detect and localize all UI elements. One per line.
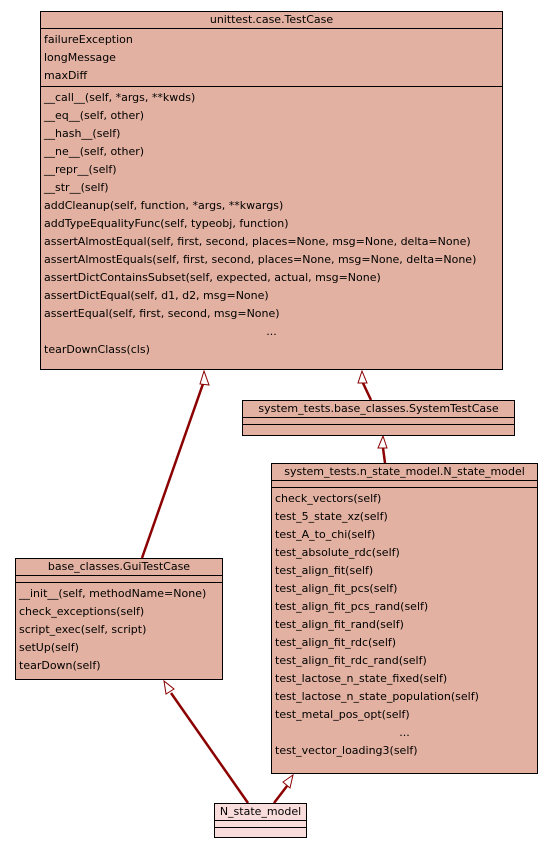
class-title: unittest.case.TestCase	[209, 13, 334, 26]
operation-item: check_exceptions(self)	[19, 605, 145, 618]
attribute-section	[16, 575, 222, 582]
class-title: system_tests.base_classes.SystemTestCase	[258, 402, 499, 415]
edge-nstate-system-to-systemtestcase	[381, 447, 387, 464]
attribute-section	[243, 417, 514, 424]
operation-item: assertAlmostEqual(self, first, second, p…	[44, 235, 471, 248]
operation-item: tearDownClass(cls)	[44, 343, 150, 356]
attribute-item: failureException	[44, 33, 133, 46]
class-title: N_state_model	[219, 805, 302, 818]
class-testcase[interactable]: unittest.case.TestCase failureException …	[40, 11, 503, 370]
arrowhead-nstate-system	[282, 773, 294, 789]
operation-item: test_5_state_xz(self)	[275, 510, 388, 523]
operation-section: __call__(self, *args, **kwds) __eq__(sel…	[41, 86, 502, 360]
operation-item: test_absolute_rdc(self)	[275, 546, 400, 559]
arrowhead-guitestcase	[163, 679, 175, 695]
class-guitestcase[interactable]: base_classes.GuiTestCase __init__(self, …	[15, 558, 223, 680]
operation-item: test_A_to_chi(self)	[275, 528, 376, 541]
operation-section: check_vectors(self) test_5_state_xz(self…	[272, 487, 537, 761]
attribute-section	[215, 820, 306, 827]
operation-ellipsis: ...	[266, 325, 277, 338]
operation-item: test_align_fit(self)	[275, 564, 374, 577]
operation-item: test_lactose_n_state_fixed(self)	[275, 672, 448, 685]
operation-item: test_vector_loading3(self)	[275, 744, 418, 757]
attribute-item: longMessage	[44, 51, 116, 64]
operation-section: __init__(self, methodName=None) check_ex…	[16, 582, 222, 676]
operation-item: test_align_fit_pcs(self)	[275, 582, 398, 595]
edge-nstate-to-nstate-system	[273, 785, 288, 804]
operation-item: __ne__(self, other)	[44, 145, 145, 158]
operation-section	[243, 424, 514, 431]
operation-item: addCleanup(self, function, *args, **kwar…	[44, 199, 284, 212]
class-title: system_tests.n_state_model.N_state_model	[284, 465, 525, 478]
operation-item: __eq__(self, other)	[44, 109, 145, 122]
attribute-section: failureException longMessage maxDiff	[41, 28, 502, 86]
class-systemtestcase[interactable]: system_tests.base_classes.SystemTestCase	[242, 400, 515, 436]
operation-item: assertAlmostEquals(self, first, second, …	[44, 253, 477, 266]
operation-item: script_exec(self, script)	[19, 623, 147, 636]
class-title: base_classes.GuiTestCase	[47, 560, 191, 573]
operation-item: __hash__(self)	[44, 127, 121, 140]
operation-item: test_metal_pos_opt(self)	[275, 708, 410, 721]
operation-item: test_align_fit_rand(self)	[275, 618, 404, 631]
attribute-section	[272, 480, 537, 487]
operation-section	[215, 827, 306, 834]
operation-item: setUp(self)	[19, 641, 79, 654]
operation-item: __str__(self)	[44, 181, 109, 194]
edge-guitestcase-to-testcase	[140, 380, 206, 559]
operation-item: assertDictContainsSubset(self, expected,…	[44, 271, 381, 284]
operation-item: test_align_fit_rdc(self)	[275, 636, 397, 649]
edge-systemtestcase-to-testcase	[360, 380, 373, 401]
operation-ellipsis: ...	[399, 726, 410, 739]
operation-item: assertEqual(self, first, second, msg=Non…	[44, 307, 280, 320]
operation-item: test_align_fit_pcs_rand(self)	[275, 600, 429, 613]
operation-item: assertDictEqual(self, d1, d2, msg=None)	[44, 289, 269, 302]
arrowhead-testcase-left	[199, 369, 210, 386]
operation-item: __call__(self, *args, **kwds)	[44, 91, 196, 104]
arrowhead-testcase-right	[357, 369, 368, 384]
operation-item: test_lactose_n_state_population(self)	[275, 690, 479, 703]
class-nstate-system-tests[interactable]: system_tests.n_state_model.N_state_model…	[271, 463, 538, 774]
operation-item: check_vectors(self)	[275, 492, 382, 505]
arrowhead-systemtestcase	[377, 434, 388, 449]
operation-item: __repr__(self)	[44, 163, 117, 176]
operation-item: __init__(self, methodName=None)	[19, 587, 207, 600]
class-nstate-model[interactable]: N_state_model	[214, 803, 307, 838]
operation-item: tearDown(self)	[19, 659, 101, 672]
attribute-item: maxDiff	[44, 69, 88, 82]
operation-item: addTypeEqualityFunc(self, typeobj, funct…	[44, 217, 289, 230]
edge-nstate-to-guitestcase	[169, 692, 250, 804]
operation-item: test_align_fit_rdc_rand(self)	[275, 654, 427, 667]
